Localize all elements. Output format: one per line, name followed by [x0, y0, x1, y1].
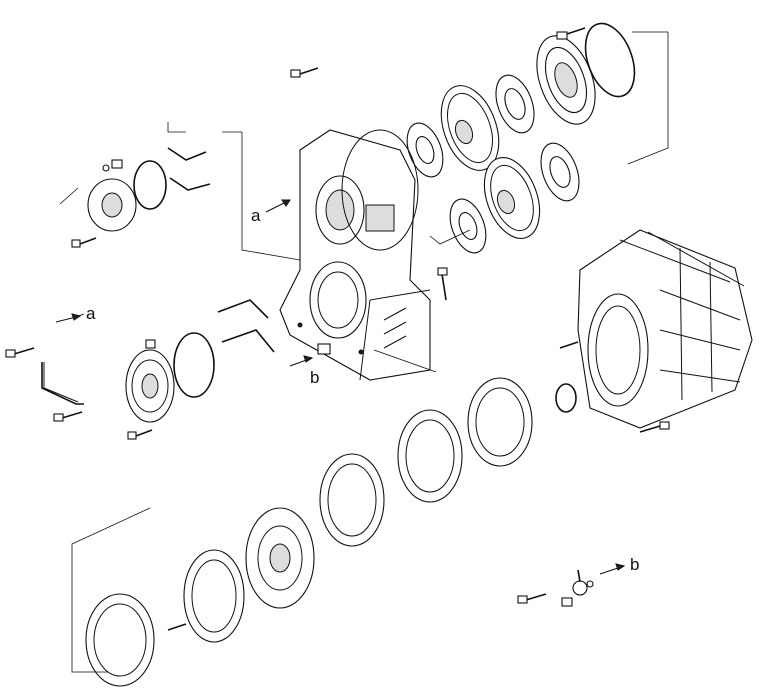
o-ring-left-mid [173, 332, 215, 398]
callout-a-left: a [86, 304, 96, 323]
clutch-disc-3 [319, 453, 385, 547]
arrow-a-upper [265, 199, 291, 213]
clutch-disc-1 [467, 377, 533, 467]
pipe-left [41, 362, 84, 405]
arrow-a-left [55, 313, 82, 323]
bracket-left-mid [217, 299, 275, 353]
bolt-lower-right [517, 593, 547, 604]
clutch-hub [245, 507, 315, 609]
bolt-left-3 [127, 429, 153, 440]
plug-left-mid [145, 339, 156, 349]
clutch-cover [85, 593, 155, 687]
pin-right [559, 341, 579, 349]
o-ring-right [555, 383, 577, 413]
bearing-top-2 [406, 122, 444, 178]
gear-top [440, 85, 500, 171]
bolt-left-2 [53, 411, 83, 422]
bolt-top [556, 27, 586, 40]
clutch-disc-2 [397, 409, 463, 503]
transmission-case [577, 229, 753, 429]
o-ring-top [584, 22, 636, 98]
callout-b-lower: b [630, 555, 639, 574]
callout-b-middle: b [310, 368, 319, 387]
cover-left-top [87, 178, 137, 232]
bearing-mid-left [449, 198, 487, 254]
bolt-left-1 [5, 347, 35, 358]
bolt-housing-top [290, 67, 319, 78]
arrow-b-middle [289, 355, 314, 367]
fitting-left-top [102, 159, 123, 172]
main-housing [279, 129, 431, 381]
o-ring-left-top [133, 160, 167, 210]
cover-left-mid [125, 349, 175, 423]
bracket-left-top [167, 147, 211, 191]
bolt-housing-side [437, 267, 448, 301]
arrow-b-lower [599, 563, 626, 575]
clutch-disc-4 [183, 549, 245, 643]
pin-lower [167, 623, 187, 631]
bearing-top-1 [495, 74, 535, 134]
gear-mid [483, 157, 541, 239]
callout-a-upper: a [251, 206, 261, 225]
bolt-right [639, 421, 670, 433]
valve-fitting [561, 569, 594, 607]
plug-middle [317, 343, 331, 355]
cover-plate-top [536, 35, 596, 125]
bolt-left-top [71, 237, 97, 248]
bearing-mid-right [540, 142, 580, 202]
